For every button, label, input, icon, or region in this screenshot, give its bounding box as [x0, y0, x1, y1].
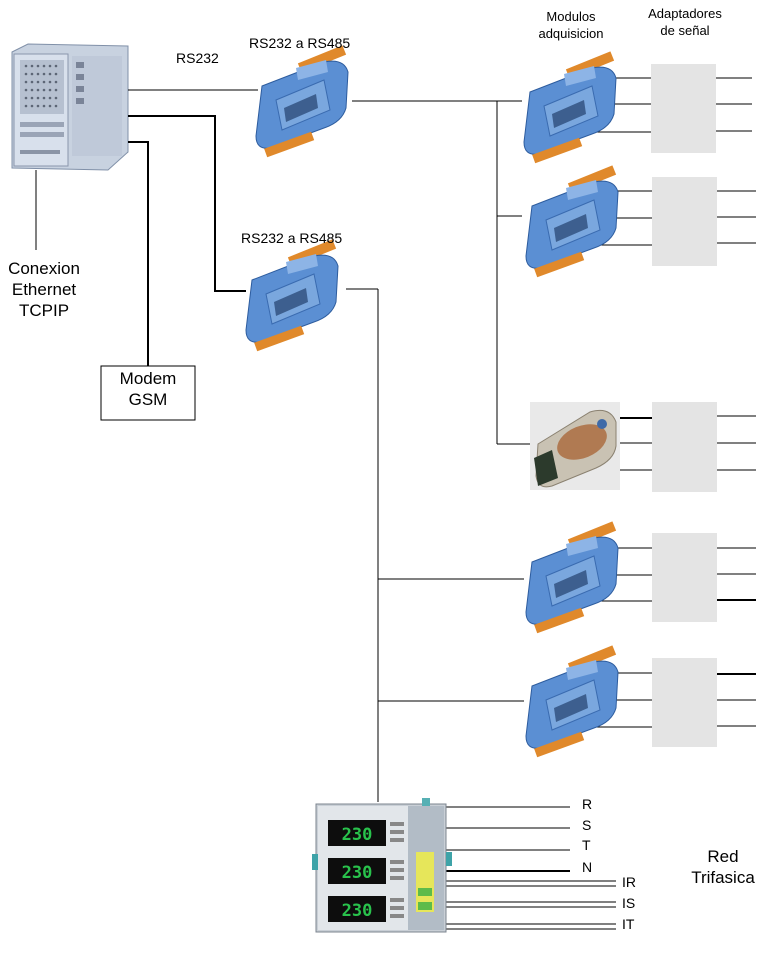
rs232-rs485-converter-1-icon	[255, 44, 349, 158]
signal-adapter-1	[651, 64, 716, 153]
phase-n-label: N	[582, 859, 593, 875]
grid-label: Red Trifasica	[691, 847, 755, 887]
signal-adapter-5	[652, 658, 717, 747]
converter-1-label: RS232 a RS485	[249, 35, 351, 51]
meter-reading-1: 230	[342, 825, 373, 845]
adapters-header: Adaptadores de señal	[648, 6, 722, 38]
phase-s-label: S	[582, 817, 592, 833]
rs232-rs485-converter-2-icon	[245, 238, 339, 352]
ethernet-label: Conexion Ethernet TCPIP	[8, 259, 80, 320]
signal-adapter-4	[652, 533, 717, 622]
converter-2-label: RS232 a RS485	[241, 230, 343, 246]
modem-label: Modem GSM	[119, 369, 177, 409]
meter-reading-3: 230	[342, 901, 373, 921]
current-it-label: IT	[622, 916, 635, 932]
modules-header: Modulos adquisicion	[538, 9, 604, 41]
connection-lines	[35, 77, 756, 930]
rs232-label: RS232	[176, 50, 219, 66]
acquisition-module-1-icon	[523, 50, 617, 164]
acquisition-module-4-icon	[525, 520, 619, 634]
current-is-label: IS	[622, 895, 636, 911]
acquisition-module-3-icon	[529, 401, 621, 491]
phase-r-label: R	[582, 796, 593, 812]
acquisition-module-2-icon	[525, 164, 619, 278]
current-ir-label: IR	[622, 874, 636, 890]
power-meter-icon: 230 230 230	[312, 798, 452, 933]
industrial-pc-icon	[11, 43, 129, 171]
phase-t-label: T	[582, 837, 591, 853]
modem-box	[100, 365, 196, 421]
signal-adapter-2	[652, 177, 717, 266]
acquisition-module-5-icon	[525, 644, 619, 758]
signal-adapter-3	[652, 402, 717, 492]
meter-reading-2: 230	[342, 863, 373, 883]
